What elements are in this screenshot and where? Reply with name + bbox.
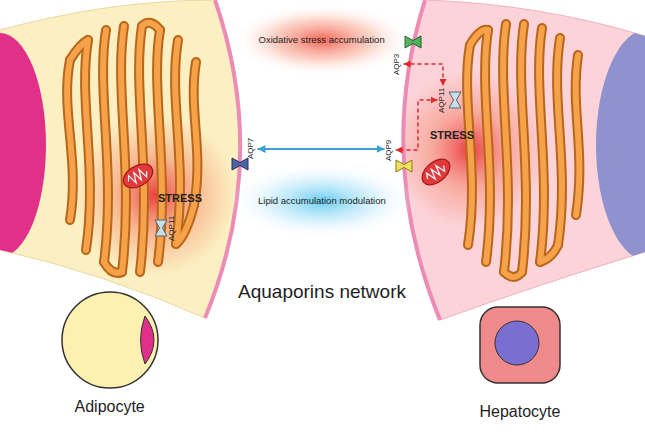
illustration-part [540,245,558,262]
node-text: Adipocyte [75,398,145,416]
illustration-part [504,272,522,277]
cell-drawing [455,293,585,397]
illustration-part [485,30,490,262]
illustration-part [142,23,160,30]
illustration-part [175,40,180,244]
hepatocyte-nucleus [495,321,539,365]
illustration-part [85,40,90,250]
illustration-part [119,159,157,192]
adipocyte-section [0,0,240,318]
stress-label: STRESS [158,192,202,204]
illustration-part [557,38,562,245]
illustration-part [104,262,122,273]
illustration-part [467,24,579,277]
illustration-part [539,28,544,262]
node-text: Oxidative stress accumulation [259,35,385,45]
illustration-part [470,30,488,45]
illustration-part [467,45,472,245]
illustration-part [155,220,167,236]
illustration-part [232,158,248,170]
illustration-part [0,23,235,275]
illustration-part [176,205,194,244]
effect-cloud: Lipid accumulation modulation [227,163,417,239]
interaction-arrow [404,64,444,86]
aquaporin-label: AQP11 [438,86,449,114]
aquaporin-label: AQP7 [247,136,258,160]
node-text: AQP11 [168,215,177,240]
illustration-part [539,28,544,262]
diagram-title: Aquaporins network [238,282,406,303]
illustration-part [103,30,108,262]
interaction-arrow [396,100,438,150]
illustration-part [67,23,197,273]
adipocyte-nucleus [141,316,155,364]
illustration-part [194,62,198,205]
illustration-part [70,40,88,60]
illustration-part [0,33,46,257]
node-text: Hepatocyte [480,403,561,421]
illustration-part [467,45,472,245]
illustration-part [67,60,73,220]
illustration-part [396,160,412,172]
hepatocyte-section [392,0,645,320]
node-text: Lipid accumulation modulation [258,196,386,206]
illustration-part [104,262,122,273]
illustration-part [85,40,90,250]
illustration-part [557,38,562,245]
cell-icon: Hepatocyte [455,293,585,421]
exchange-arrow [258,148,385,150]
illustration-part [521,24,526,272]
illustration-part [121,26,126,272]
illustration-part [596,29,645,261]
illustration-part [503,24,508,272]
illustration-part [424,162,447,183]
aquaporin-label: AQP11 [168,214,179,242]
illustration-part [521,24,526,272]
illustration-part [121,26,126,272]
illustration-part [194,62,198,205]
illustration-part [67,23,197,273]
illustration-part [417,154,454,190]
node-text: AQP9 [385,139,394,160]
illustration-part [503,24,508,272]
illustration-part [449,92,461,108]
illustration-part [417,154,454,190]
node-text: AQP7 [247,137,256,158]
node-text: AQP11 [438,87,447,112]
illustration-part [139,26,144,272]
illustration-part [467,24,579,277]
aquaporin-label: AQP9 [385,138,396,162]
stress-label: STRESS [430,129,474,141]
glow-ellipse [232,4,412,76]
effect-cloud: Oxidative stress accumulation [232,4,412,76]
illustration-part [103,30,108,262]
illustration-part [139,26,144,272]
illustration-part [67,60,73,220]
illustration-part [142,23,160,30]
cell-drawing [45,288,175,392]
illustration-part [392,24,645,277]
adipocyte-body [62,292,158,388]
illustration-part [485,30,490,262]
illustration-part [576,55,580,215]
illustration-part [126,167,149,186]
hepatocyte-body [480,307,560,383]
illustration-part [576,55,580,215]
illustration-part [175,40,180,244]
illustration-part [504,272,522,277]
cell-icon: Adipocyte [45,288,175,416]
glow-ellipse [227,163,417,239]
illustration-part [67,23,197,273]
illustration-part [119,159,157,192]
illustration-part [467,24,579,277]
